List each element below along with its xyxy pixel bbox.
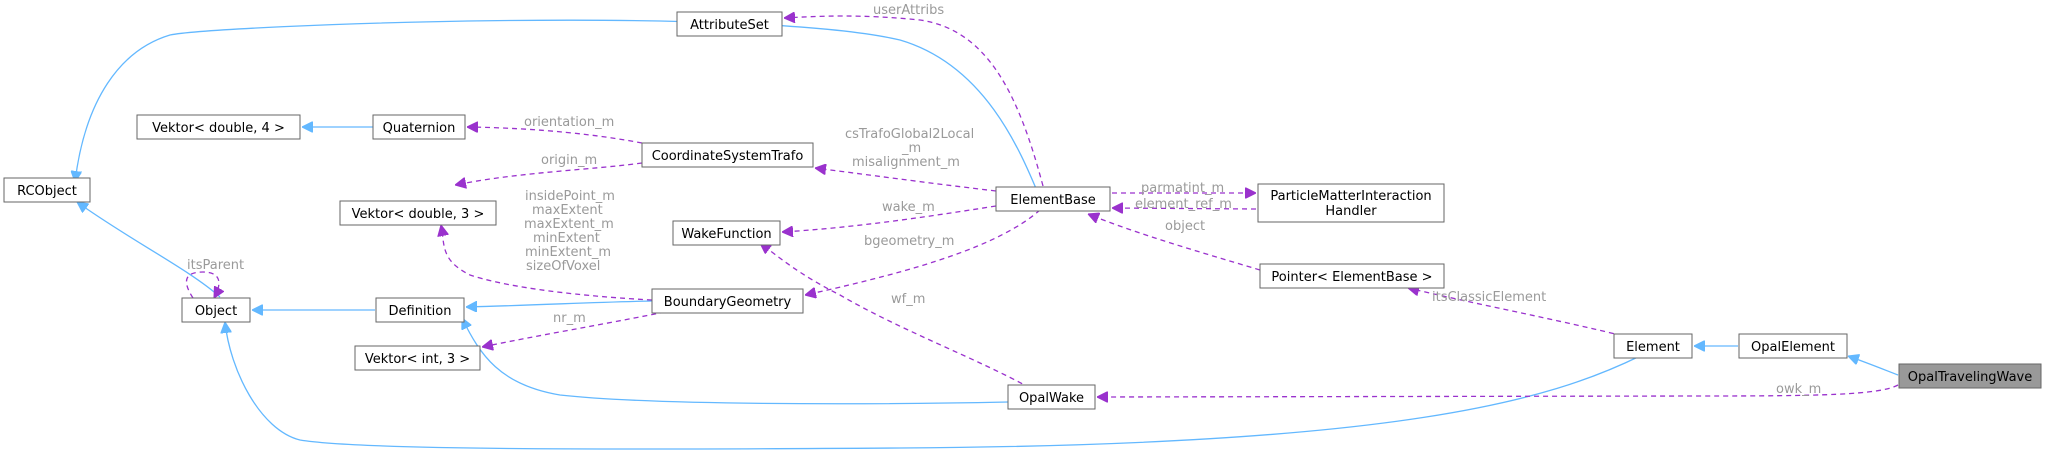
label-cs-trafo-1: csTrafoGlobal2Local: [845, 127, 974, 142]
node-coordinate-system-trafo-label: CoordinateSystemTrafo: [652, 149, 804, 164]
edge-csystrafo-uses-vektor3: [455, 162, 643, 185]
edge-opalwake-uses-wakefunction: [760, 243, 1031, 389]
node-element-label: Element: [1626, 340, 1680, 355]
node-vektor-int-3-label: Vektor< int, 3 >: [365, 352, 470, 367]
label-cs-trafo-2: _m: [901, 141, 921, 156]
node-opal-traveling-wave-label: OpalTravelingWave: [1908, 370, 2033, 385]
node-object[interactable]: Object: [181, 297, 251, 323]
node-coordinate-system-trafo[interactable]: CoordinateSystemTrafo: [641, 142, 814, 168]
node-vektor-double-4-label: Vektor< double, 4 >: [152, 121, 285, 136]
node-wake-function-label: WakeFunction: [681, 227, 771, 242]
edge-elementbase-to-rcobject: [75, 19, 1041, 199]
label-bounds-5: minExtent_m: [525, 245, 611, 260]
label-user-attribs: userAttribs: [873, 3, 944, 18]
node-pmi-handler[interactable]: ParticleMatterInteraction Handler: [1257, 183, 1445, 223]
edge-opalwake-to-definition: [462, 318, 1009, 405]
usage-edges: [185, 16, 1899, 397]
node-pointer-element-base-label: Pointer< ElementBase >: [1271, 270, 1432, 285]
node-vektor-double-4[interactable]: Vektor< double, 4 >: [136, 114, 301, 140]
node-pmi-handler-label-1: ParticleMatterInteraction: [1270, 189, 1431, 204]
label-orientation-m: orientation_m: [524, 115, 614, 130]
node-opal-wake-label: OpalWake: [1019, 391, 1084, 406]
edge-labels: userAttribs orientation_m origin_m csTra…: [187, 3, 1821, 397]
edge-pointer-uses-elementbase: [1088, 214, 1261, 271]
node-vektor-double-3[interactable]: Vektor< double, 3 >: [339, 200, 497, 226]
label-bgeometry-m: bgeometry_m: [864, 234, 954, 249]
node-opal-element[interactable]: OpalElement: [1738, 333, 1848, 359]
edge-boundarygeometry-to-definition: [466, 300, 653, 307]
node-element-base-label: ElementBase: [1010, 193, 1095, 208]
node-pointer-element-base[interactable]: Pointer< ElementBase >: [1259, 263, 1445, 289]
node-wake-function[interactable]: WakeFunction: [672, 220, 781, 246]
node-element[interactable]: Element: [1613, 333, 1693, 359]
node-vektor-double-3-label: Vektor< double, 3 >: [352, 207, 485, 222]
label-bounds-2: maxExtent: [532, 203, 603, 218]
label-wake-m: wake_m: [882, 200, 935, 215]
node-definition[interactable]: Definition: [375, 297, 465, 323]
node-attribute-set-label: AttributeSet: [690, 18, 769, 33]
edge-csystrafo-uses-quaternion: [467, 127, 643, 144]
label-origin-m: origin_m: [541, 153, 597, 168]
edge-elementbase-uses-boundarygeometry: [805, 209, 1041, 295]
node-object-label: Object: [195, 304, 237, 319]
label-bounds-3: maxExtent_m: [524, 217, 614, 232]
label-element-ref-m: element_ref_m: [1135, 197, 1232, 212]
label-object: object: [1165, 219, 1205, 234]
label-wf-m: wf_m: [891, 292, 925, 307]
edge-boundarygeometry-uses-vektor3: [441, 225, 653, 301]
label-nr-m: nr_m: [553, 311, 586, 326]
node-opal-wake[interactable]: OpalWake: [1007, 384, 1096, 410]
inheritance-edges: [75, 19, 1899, 450]
edge-pmihandler-uses-elementbase: [1112, 208, 1257, 209]
label-bounds-4: minExtent: [533, 231, 600, 246]
label-cs-trafo-3: misalignment_m: [852, 155, 960, 170]
label-owk-m: owk_m: [1776, 382, 1821, 397]
node-vektor-int-3[interactable]: Vektor< int, 3 >: [354, 345, 481, 371]
node-boundary-geometry-label: BoundaryGeometry: [664, 295, 792, 310]
edge-object-uses-object: [185, 271, 218, 298]
class-nodes: AttributeSet RCObject Vektor< double, 4 …: [3, 11, 2042, 410]
edge-elementbase-uses-csystrafo: [815, 168, 997, 192]
edge-opaltravelingwave-to-opalelement: [1848, 356, 1899, 376]
label-its-parent: itsParent: [187, 258, 244, 273]
node-rcobject-label: RCObject: [17, 184, 77, 199]
node-boundary-geometry[interactable]: BoundaryGeometry: [651, 288, 804, 314]
edge-elementbase-uses-wakefunction: [782, 205, 997, 232]
edge-boundarygeometry-uses-vektorint3: [482, 311, 666, 347]
label-bounds-6: sizeOfVoxel: [526, 259, 600, 274]
node-opal-element-label: OpalElement: [1751, 340, 1835, 355]
edge-element-to-object: [225, 322, 1641, 450]
node-opal-traveling-wave[interactable]: OpalTravelingWave: [1898, 363, 2042, 389]
node-pmi-handler-label-2: Handler: [1325, 204, 1377, 219]
node-attribute-set[interactable]: AttributeSet: [676, 11, 783, 37]
node-quaternion-label: Quaternion: [383, 121, 456, 136]
edge-opaltravelingwave-uses-opalwake: [1097, 384, 1899, 397]
node-rcobject[interactable]: RCObject: [3, 177, 91, 203]
label-its-classic-element: itsClassicElement: [1432, 290, 1546, 305]
node-definition-label: Definition: [389, 304, 452, 319]
edge-element-uses-pointer: [1408, 288, 1641, 341]
label-bounds-1: insidePoint_m: [525, 189, 615, 204]
node-element-base[interactable]: ElementBase: [995, 186, 1111, 212]
label-parmatint-m: parmatint_m: [1141, 181, 1224, 196]
node-quaternion[interactable]: Quaternion: [372, 114, 466, 140]
edge-object-to-rcobject: [77, 202, 221, 298]
